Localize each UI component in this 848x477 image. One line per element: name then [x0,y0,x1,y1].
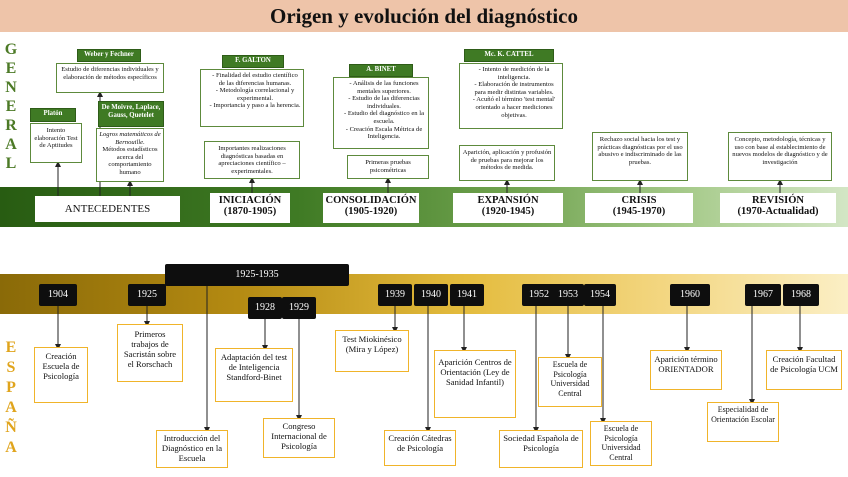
event-1941-box: Aparición Centros de Orientación (Ley de… [434,350,516,418]
list-item: Estudio de las diferencias individuales. [342,95,426,110]
list-item: Elaboración de instrumentos para medir d… [468,81,560,96]
list-item: Estudio del diagnóstico en la escuela. [342,110,426,125]
cattel-header: Mc. K. CATTEL [464,49,554,62]
stage-expansion: EXPANSIÓN(1920-1945) [453,193,563,223]
year-1940: 1940 [414,284,448,306]
event-1904-box: Creación Escuela de Psicología [34,347,88,403]
page-title: Origen y evolución del diagnóstico [0,0,848,32]
revision-box: Concepto, metodología, técnicas y uso co… [728,132,832,181]
bernouille-note: Logros matemáticos de Bernouille. [99,131,161,146]
side-letter: A [5,439,17,456]
year-1928: 1928 [248,297,282,319]
side-letter: N [5,79,17,96]
side-letter: E [5,98,17,115]
year-1953: 1953 [552,284,584,306]
list-item: Intento de medición de la inteligencia. [468,66,560,81]
stage-crisis: CRISIS(1945-1970) [585,193,693,223]
binet-header: A. BINET [349,64,413,77]
side-letter: P [6,379,16,396]
cattel-box: Intento de medición de la inteligencia.E… [459,63,563,129]
event-1953-box: Escuela de Psicología Universidad Centra… [538,357,602,407]
event-1968-box: Creación Facultad de Psicología UCM [766,350,842,390]
year-1925: 1925 [128,284,166,306]
binet-list: Análisis de las funciones mentales super… [336,80,426,141]
statistical-methods-text: Métodos estadísticos acerca del comporta… [102,146,158,176]
stage-revision: REVISIÓN(1970-Actualidad) [720,193,836,223]
weber-fechner-box: Estudio de diferencias individuales y el… [56,63,164,93]
platon-box: Intento elaboración Test de Aptitudes [30,123,82,163]
event-1954-box: Escuela de Psicología Universidad Centra… [590,421,652,466]
year-1929: 1929 [282,297,316,319]
galton-box: Finalidad del estudio científico de las … [200,69,304,127]
cattel-list: Intento de medición de la inteligencia.E… [462,66,560,119]
event-1960-box: Aparición término ORIENTADOR [650,350,722,390]
list-item: Acuñó el término 'test mental' orientado… [468,96,560,119]
side-letter: R [5,117,17,134]
year-1960: 1960 [670,284,710,306]
event-1928-box: Adaptación del test de Inteligencia Stan… [215,348,293,402]
side-letter: S [6,359,16,376]
side-letter: E [5,60,17,77]
year-1941: 1941 [450,284,484,306]
year-1954: 1954 [584,284,616,306]
list-item: Análisis de las funciones mentales super… [342,80,426,95]
side-letter: L [5,155,17,172]
galton-result-box: Importantes realizaciones diagnósticas b… [204,141,300,179]
year-1904: 1904 [39,284,77,306]
galton-list: Finalidad del estudio científico de las … [203,72,301,110]
binet-box: Análisis de las funciones mentales super… [333,77,429,149]
side-letter: G [4,41,18,58]
year-1952: 1952 [522,284,556,306]
side-letter: A [5,136,17,153]
de-moivre-header: De Moivre, Laplace, Gauss, Quetelet [98,101,164,127]
list-item: Finalidad del estudio científico de las … [209,72,301,87]
event-1967-box: Especialidad de Orientación Escolar [707,402,779,442]
de-moivre-box: Logros matemáticos de Bernouille. Método… [96,128,164,182]
platon-header: Platón [30,108,76,122]
year-1968: 1968 [783,284,819,306]
stage-antecedentes: ANTECEDENTES [35,196,180,222]
weber-fechner-header: Weber y Fechner [77,49,141,62]
cattel-result-box: Aparición, aplicación y profusión de pru… [459,145,555,181]
event-1925b-box: Introducción del Diagnóstico en la Escue… [156,430,228,468]
event-1925-box: Primeros trabajos de Sacristán sobre el … [117,324,183,382]
list-item: Importancia y paso a la herencia. [209,102,301,110]
year-1939: 1939 [378,284,412,306]
event-1952-box: Sociedad Española de Psicología [499,430,583,468]
event-1939-box: Test Miokinésico (Mira y López) [335,330,409,372]
side-letter: E [5,339,17,356]
side-letter: A [5,399,17,416]
side-letter: Ñ [5,419,17,436]
crisis-box: Rechazo social hacia los test y práctica… [592,132,688,181]
event-1929-box: Congreso Internacional de Psicología [263,418,335,458]
event-1940-box: Creación Cátedras de Psicología [384,430,456,466]
year-1967: 1967 [745,284,781,306]
list-item: Metodología correlacional y experimental… [209,87,301,102]
binet-result-box: Primeras pruebas psicométricas [347,155,429,179]
list-item: Creación Escala Métrica de Inteligencia. [342,126,426,141]
stage-iniciacion: INICIACIÓN(1870-1905) [210,193,290,223]
galton-header: F. GALTON [222,55,284,68]
year-range-1925-1935: 1925-1935 [165,264,349,286]
stage-consolidacion: CONSOLIDACIÓN(1905-1920) [323,193,419,223]
